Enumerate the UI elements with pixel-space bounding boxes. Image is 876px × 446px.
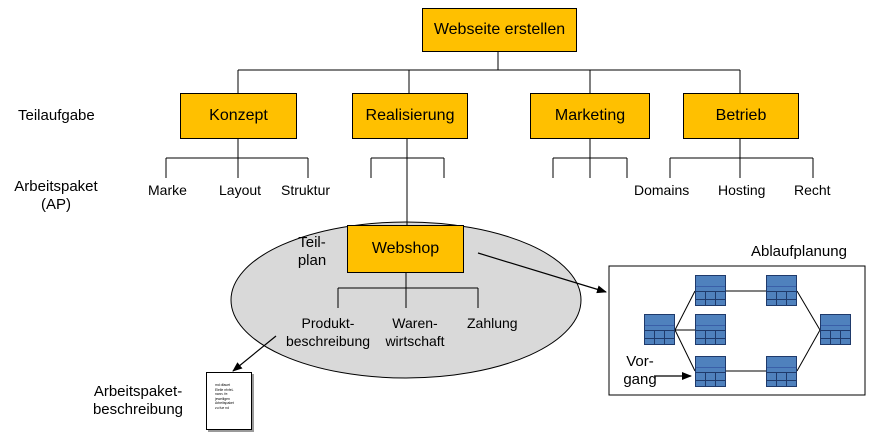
ap-domains[interactable]: Domains (634, 182, 690, 198)
ap-beschreibung-document-icon[interactable]: md dfauet Elelle nfvfeL nann. fe: jeweil… (206, 372, 252, 430)
ap-layout[interactable]: Layout (219, 182, 262, 198)
vorgang-node[interactable] (766, 275, 797, 306)
teilaufgabe-row-label: Teilaufgabe (18, 107, 95, 124)
doc-line: nann. fe: (215, 392, 229, 397)
vorgang-label-line1: Vor- (626, 353, 654, 370)
vorgang-node[interactable] (644, 314, 675, 345)
doc-line: md dfauet (215, 383, 231, 387)
doc-line: Arbeitspaket (215, 401, 234, 406)
webshop-box[interactable]: Webshop (347, 225, 464, 273)
ap-beschreibung-label-line2: beschreibung (92, 401, 184, 418)
doc-line: zu fue nd (215, 405, 229, 410)
vorgang-label-line2: gang (623, 371, 657, 388)
vorgang-label: Vor- gang (620, 353, 660, 389)
ap-marke[interactable]: Marke (148, 182, 187, 198)
ablaufplanung-title: Ablaufplanung (751, 243, 847, 260)
vorgang-node[interactable] (695, 356, 726, 387)
arbeitspaket-row-label: Arbeitspaket (AP) (8, 178, 104, 214)
ap-warenwirtschaft[interactable]: Waren- wirtschaft (378, 314, 452, 350)
ap-struktur[interactable]: Struktur (281, 182, 331, 198)
ap-produktbeschreibung-line1: Produkt- (301, 315, 355, 331)
ablaufplanung-frame (608, 265, 866, 396)
arbeitspaket-row-label-line2: (AP) (41, 196, 71, 213)
teilaufgabe-realisierung[interactable]: Realisierung (352, 93, 468, 139)
ap-produktbeschreibung[interactable]: Produkt- beschreibung (282, 314, 374, 350)
teilaufgabe-marketing[interactable]: Marketing (530, 93, 650, 139)
teilaufgabe-konzept[interactable]: Konzept (180, 93, 297, 139)
doc-line: jeweiligen (215, 396, 230, 401)
vorgang-node[interactable] (766, 356, 797, 387)
teilaufgabe-betrieb[interactable]: Betrieb (683, 93, 799, 139)
ap-produktbeschreibung-line2: beschreibung (285, 333, 371, 349)
arbeitspaket-row-label-line1: Arbeitspaket (14, 178, 98, 195)
ap-hosting[interactable]: Hosting (718, 182, 766, 198)
teilplan-label-line1: Teil- (298, 234, 326, 251)
vorgang-node[interactable] (820, 314, 851, 345)
teilplan-label: Teil- plan (292, 234, 332, 270)
root-box[interactable]: Webseite erstellen (422, 8, 577, 52)
ap-zahlung[interactable]: Zahlung (467, 315, 518, 331)
teilplan-label-line2: plan (297, 252, 327, 269)
vorgang-node[interactable] (695, 314, 726, 345)
doc-line: Elelle nfvfeL (215, 387, 234, 392)
ap-beschreibung-label: Arbeitspaket- beschreibung (82, 383, 194, 419)
vorgang-node[interactable] (695, 275, 726, 306)
ap-warenwirtschaft-line1: Waren- (392, 315, 438, 331)
ap-beschreibung-label-line1: Arbeitspaket- (93, 383, 183, 400)
ap-recht[interactable]: Recht (794, 182, 831, 198)
ap-warenwirtschaft-line2: wirtschaft (385, 333, 445, 349)
